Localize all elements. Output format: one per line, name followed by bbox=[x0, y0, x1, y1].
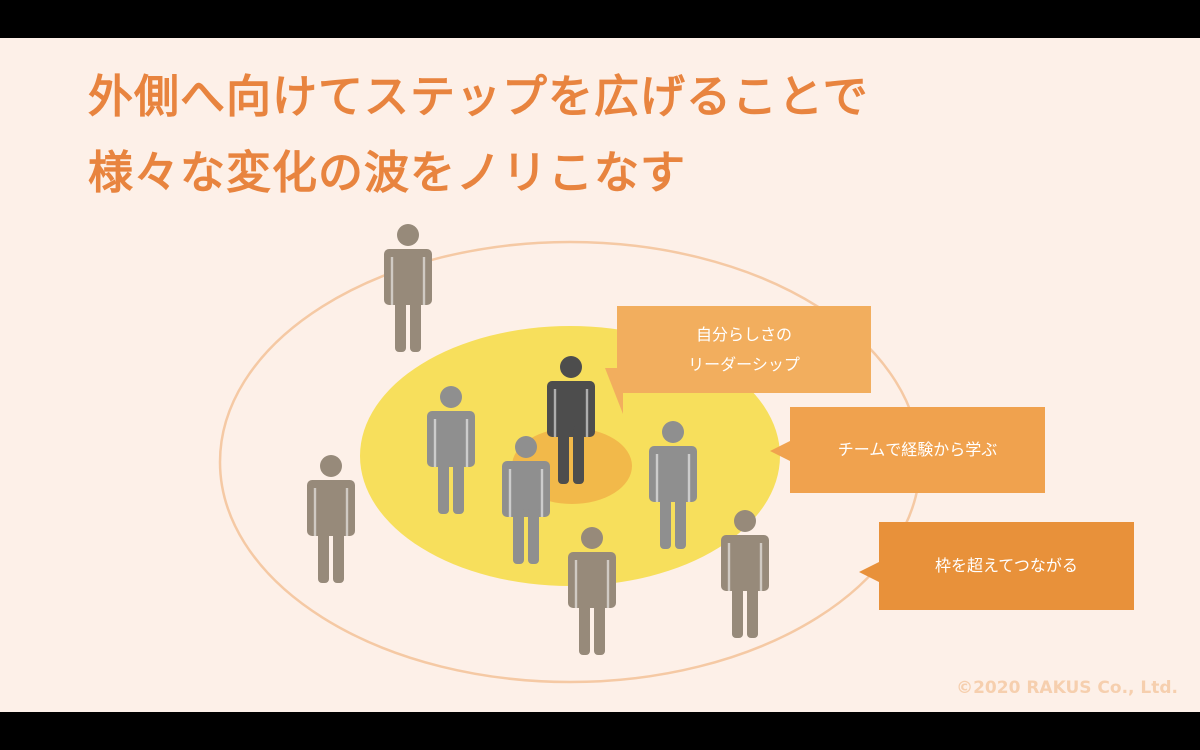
callout-tail bbox=[859, 562, 879, 582]
callout-text: チームで経験から学ぶ bbox=[837, 440, 998, 459]
person-icon bbox=[427, 386, 475, 514]
title-line-1: 外側へ向けてステップを広げることで bbox=[88, 70, 869, 123]
person-icon bbox=[649, 421, 697, 549]
concentric-circles-diagram bbox=[218, 224, 922, 684]
people-group bbox=[307, 224, 769, 655]
callout-text: リーダーシップ bbox=[688, 354, 800, 374]
person-icon bbox=[721, 510, 769, 638]
person-icon bbox=[307, 455, 355, 583]
title-line-2: 様々な変化の波をノリこなす bbox=[88, 146, 687, 199]
slide: 外側へ向けてステップを広げることで 様々な変化の波をノリこなす 自分らしさの リ… bbox=[0, 38, 1200, 712]
callout-tail bbox=[605, 368, 623, 414]
callout-team-learning: チームで経験から学ぶ bbox=[770, 407, 1045, 493]
callout-self-leadership: 自分らしさの リーダーシップ bbox=[605, 306, 871, 414]
callout-text: 自分らしさの bbox=[695, 324, 792, 344]
person-icon bbox=[568, 527, 616, 655]
copyright: ©2020 RAKUS Co., Ltd. bbox=[956, 678, 1178, 698]
callout-text: 枠を超えてつながる bbox=[935, 556, 1078, 575]
callout-tail bbox=[770, 441, 790, 461]
person-icon bbox=[502, 436, 550, 564]
person-icon bbox=[384, 224, 432, 352]
callout-beyond-boundaries: 枠を超えてつながる bbox=[859, 522, 1134, 610]
person-icon bbox=[547, 356, 595, 484]
